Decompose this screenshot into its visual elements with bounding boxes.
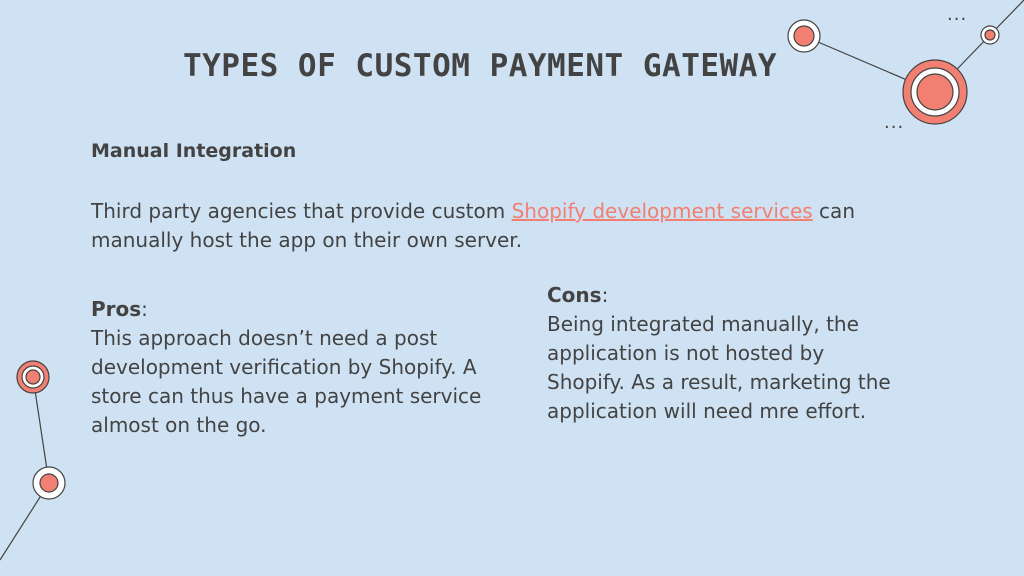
node-large-center bbox=[902, 59, 968, 125]
slide-title: Types of Custom Payment Gateway bbox=[182, 48, 778, 84]
intro-text-after: can manually host the app on their own s… bbox=[91, 199, 855, 252]
node-top-left bbox=[787, 19, 821, 53]
intro-paragraph: Third party agencies that provide custom… bbox=[91, 197, 951, 255]
node-top-right bbox=[980, 25, 1000, 45]
cons-column: Cons: Being integrated manually, the app… bbox=[547, 281, 907, 426]
ellipsis-dots-top: ... bbox=[947, 4, 968, 25]
connector-line bbox=[32, 376, 50, 484]
pros-heading-line: Pros: bbox=[91, 295, 491, 324]
cons-text: Being integrated manually, the applicati… bbox=[547, 312, 891, 423]
cons-separator: : bbox=[601, 283, 609, 307]
intro-text-before: Third party agencies that provide custom bbox=[91, 199, 512, 223]
pros-text: This approach doesn’t need a post develo… bbox=[91, 326, 482, 437]
ellipsis-dots-right: ... bbox=[884, 112, 905, 133]
pros-separator: : bbox=[141, 297, 148, 321]
pros-heading: Pros bbox=[91, 297, 142, 321]
pros-column: Pros: This approach doesn’t need a post … bbox=[91, 295, 491, 440]
section-heading: Manual Integration bbox=[91, 140, 297, 162]
cons-heading-line: Cons: bbox=[547, 281, 907, 310]
shopify-development-services-link[interactable]: Shopify development services bbox=[511, 199, 813, 223]
cons-heading: Cons bbox=[547, 283, 602, 307]
node-left-lower bbox=[32, 466, 66, 500]
node-left-upper bbox=[16, 360, 50, 394]
